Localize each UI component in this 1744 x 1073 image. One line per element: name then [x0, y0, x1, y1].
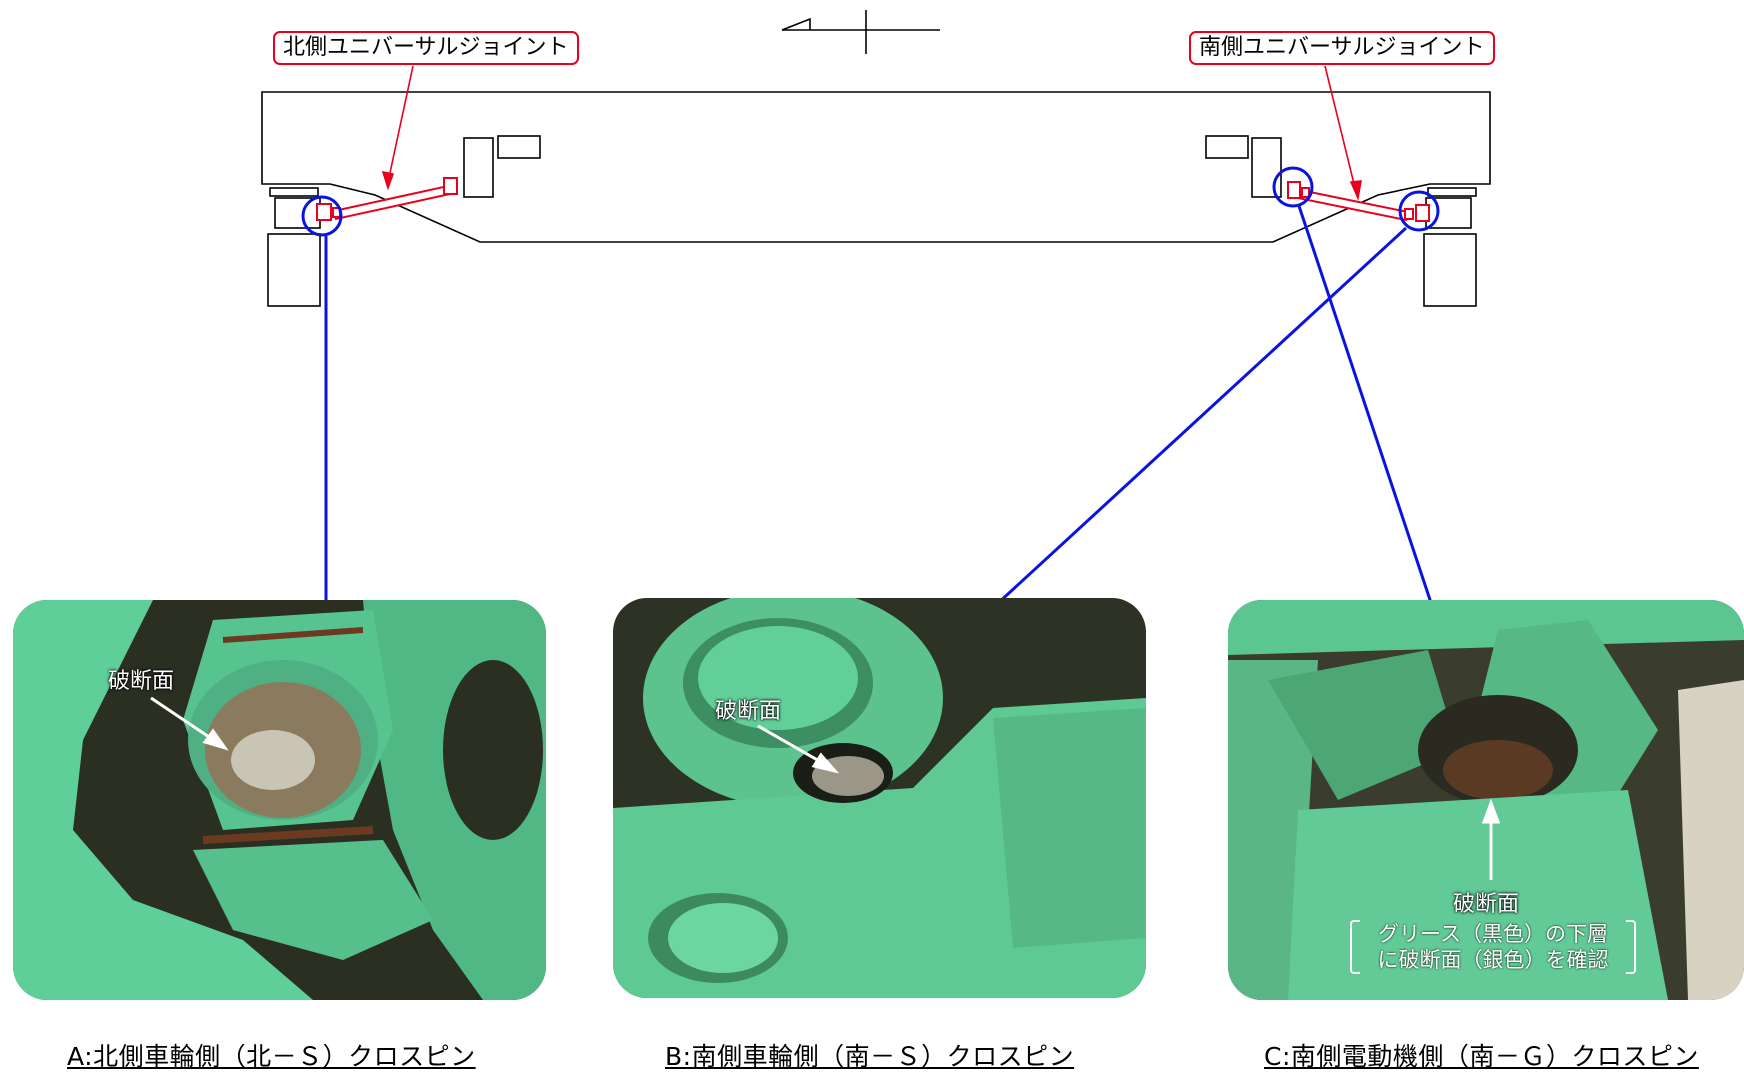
grease-note-line1: グリース（黒色）の下層	[1378, 922, 1608, 946]
caption-a: A:北側車輪側（北－Ｓ）クロスピン	[67, 1042, 476, 1071]
left-wheel-housing	[274, 197, 321, 229]
arrow-to-photo-c	[1297, 205, 1456, 673]
fracture-label-a: 破断面	[108, 669, 175, 694]
car-body-outline	[261, 91, 1491, 243]
right-axle-box	[1427, 187, 1477, 197]
south-leader-line	[1324, 65, 1357, 193]
left-motor-cover	[497, 135, 541, 159]
south-universal-joint	[1287, 181, 1430, 222]
caption-b: B:南側車輪側（南－Ｓ）クロスピン	[665, 1042, 1075, 1071]
north-joint-label: 北側ユニバーサルジョイント	[273, 31, 579, 65]
right-motor-cover	[1205, 135, 1249, 159]
grease-note-line2: に破断面（銀色）を確認	[1377, 948, 1609, 972]
right-wheel	[1423, 233, 1477, 307]
left-wheel	[267, 233, 321, 307]
circle-south-s	[1398, 190, 1440, 232]
north-leader-line	[387, 65, 414, 183]
fracture-label-c: 破断面	[1453, 892, 1520, 917]
circle-north-s	[301, 195, 343, 237]
direction-symbol	[781, 10, 940, 54]
photo-c: 破断面 グリース（黒色）の下層 に破断面（銀色）を確認	[1228, 600, 1744, 1000]
photo-b: 破断面	[613, 598, 1146, 998]
circle-south-g	[1272, 166, 1314, 208]
left-motor	[463, 137, 494, 198]
photo-a: 破断面	[13, 600, 546, 1000]
fracture-label-b: 破断面	[715, 699, 782, 724]
left-axle-box	[269, 187, 319, 197]
north-universal-joint	[316, 177, 458, 221]
right-motor	[1251, 137, 1282, 198]
caption-c: C:南側電動機側（南－Ｇ）クロスピン	[1264, 1042, 1699, 1071]
south-joint-label: 南側ユニバーサルジョイント	[1189, 31, 1495, 65]
grease-note: グリース（黒色）の下層 に破断面（銀色）を確認	[1350, 920, 1636, 974]
